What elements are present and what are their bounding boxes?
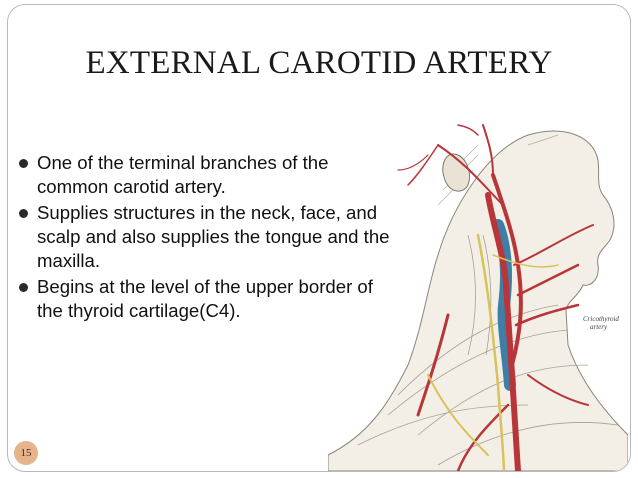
page-number-badge: 15 <box>14 441 38 465</box>
bullet-text: Begins at the level of the upper border … <box>37 276 373 321</box>
cricothyroid-label: Cricothyroid <box>583 315 619 323</box>
bullet-text: One of the terminal branches of the comm… <box>37 152 329 197</box>
bullet-text: Supplies structures in the neck, face, a… <box>37 202 390 271</box>
bullet-dot-icon <box>19 283 28 292</box>
bullet-item: Supplies structures in the neck, face, a… <box>18 201 403 273</box>
neck-anatomy-illustration: Cricothyroid artery <box>328 124 628 471</box>
cricothyroid-label-2: artery <box>590 323 608 331</box>
bullet-dot-icon <box>19 159 28 168</box>
slide-title: EXTERNAL CAROTID ARTERY <box>85 45 553 81</box>
bullet-item: Begins at the level of the upper border … <box>18 275 403 323</box>
bullet-item: One of the terminal branches of the comm… <box>18 151 403 199</box>
slide: EXTERNAL CAROTID ARTERY One of the termi… <box>7 4 631 472</box>
bullet-dot-icon <box>19 209 28 218</box>
bullet-list: One of the terminal branches of the comm… <box>18 151 403 325</box>
